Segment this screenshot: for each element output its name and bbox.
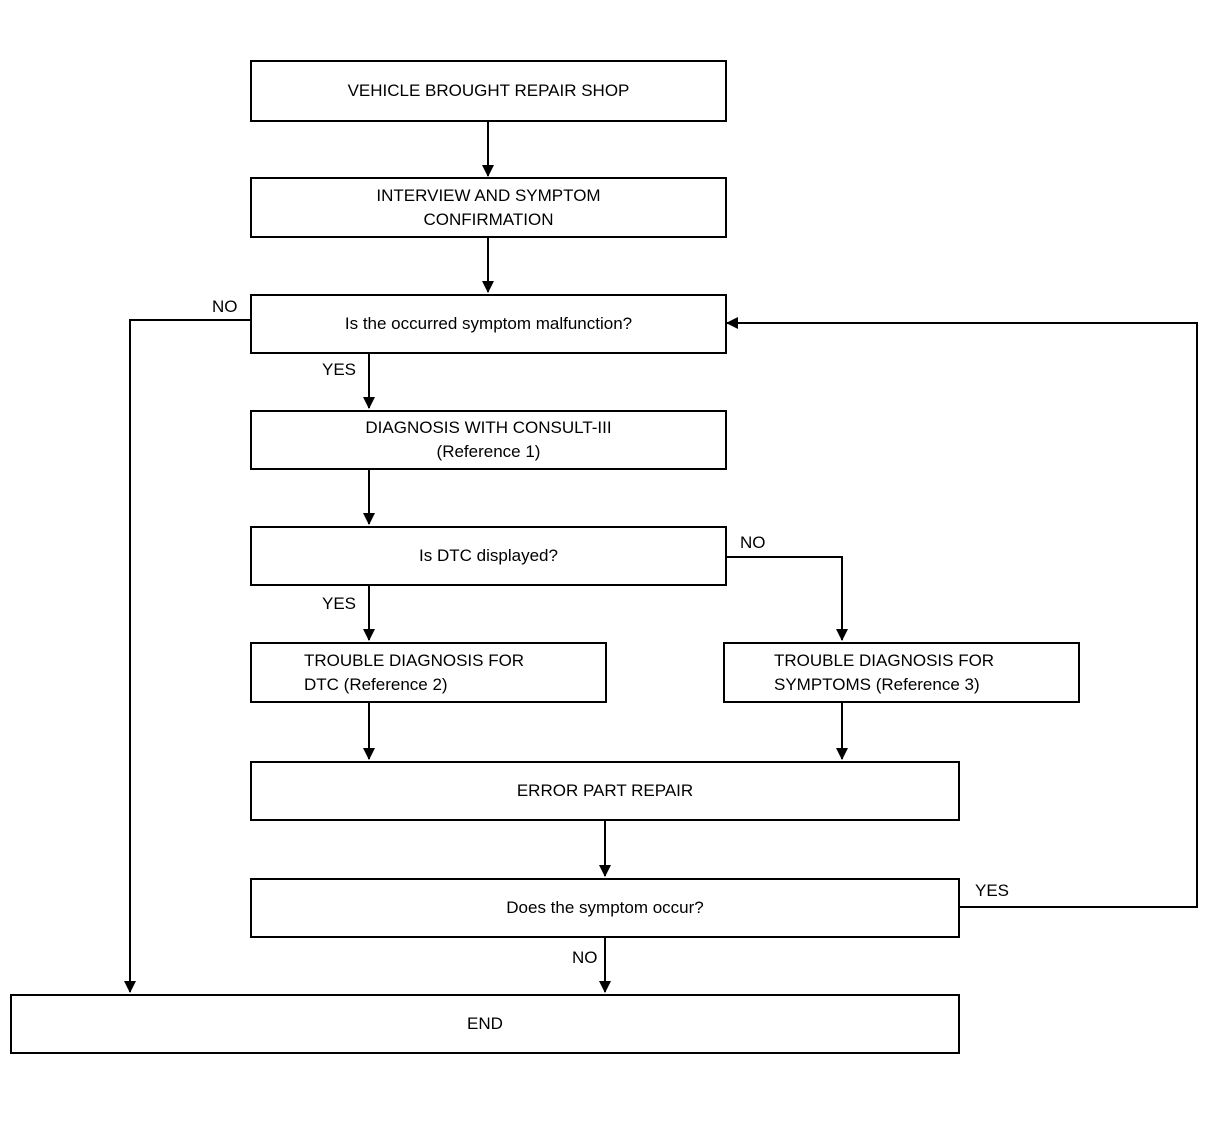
trouble-symptoms-text-line2: SYMPTOMS (Reference 3) [774, 674, 980, 694]
trouble-symptoms-box: TROUBLE DIAGNOSIS FOR SYMPTOMS (Referenc… [723, 642, 1080, 703]
symptom-no-label: NO [212, 297, 238, 316]
vehicle-brought-text: VEHICLE BROUGHT REPAIR SHOP [347, 81, 630, 100]
end-box: END [10, 994, 960, 1054]
symptom-question-text: Is the occurred symptom malfunction? [344, 314, 633, 333]
dtc-no-label: NO [740, 533, 766, 552]
interview-text-line2: CONFIRMATION [423, 209, 554, 229]
error-part-repair-box: ERROR PART REPAIR [250, 761, 960, 821]
trouble-dtc-box: TROUBLE DIAGNOSIS FOR DTC (Reference 2) [250, 642, 607, 703]
trouble-dtc-text-line1: TROUBLE DIAGNOSIS FOR [304, 650, 525, 670]
trouble-dtc-text-line2: DTC (Reference 2) [304, 674, 448, 694]
end-text: END [467, 1014, 503, 1033]
occur-no-label: NO [572, 948, 598, 967]
dtc-question-text: Is DTC displayed? [419, 546, 558, 565]
trouble-symptoms-text-line1: TROUBLE DIAGNOSIS FOR [774, 650, 995, 670]
interview-text-line1: INTERVIEW AND SYMPTOM [376, 185, 601, 205]
consult-text-line1: DIAGNOSIS WITH CONSULT-III [365, 418, 612, 437]
symptom-yes-label: YES [322, 360, 357, 379]
symptom-question-box: Is the occurred symptom malfunction? [250, 294, 727, 354]
connector-occur-yes-loop [726, 317, 1198, 908]
dtc-yes-label: YES [322, 594, 357, 613]
error-part-repair-text: ERROR PART REPAIR [516, 781, 694, 800]
occur-question-text: Does the symptom occur? [506, 898, 704, 917]
interview-box: INTERVIEW AND SYMPTOM CONFIRMATION [250, 177, 727, 238]
dtc-question-box: Is DTC displayed? [250, 526, 727, 586]
vehicle-brought-box: VEHICLE BROUGHT REPAIR SHOP [250, 60, 727, 122]
occur-question-box: Does the symptom occur? [250, 878, 960, 938]
connector-symptom-no-to-end [124, 319, 250, 993]
occur-yes-label: YES [975, 881, 1010, 900]
connector-dtc-no-to-symptoms [726, 556, 848, 641]
consult-text-line2: (Reference 1) [436, 442, 541, 461]
consult-diagnosis-box: DIAGNOSIS WITH CONSULT-III (Reference 1) [250, 410, 727, 470]
